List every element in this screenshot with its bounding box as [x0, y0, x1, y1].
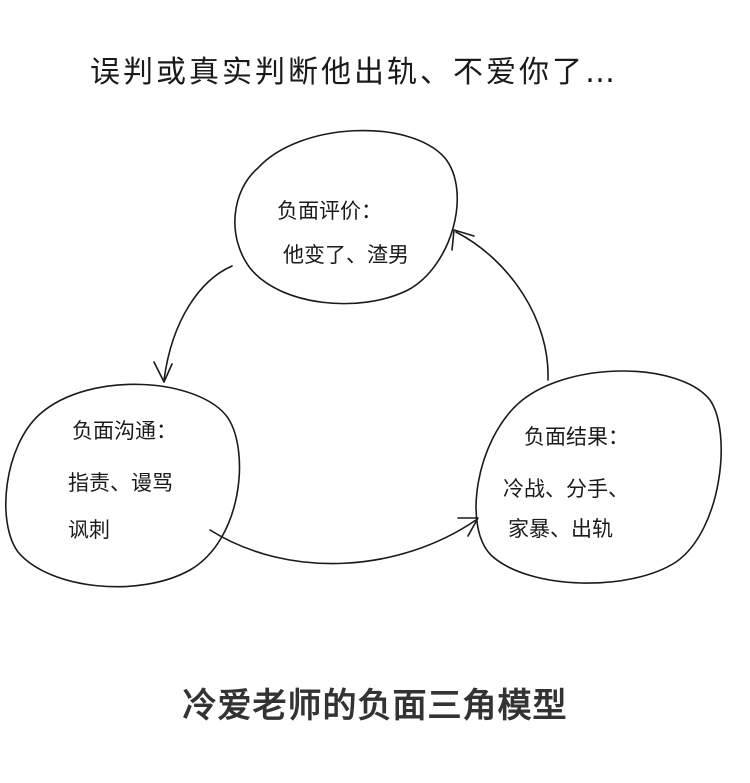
- arrow-left-to-right: [209, 519, 477, 565]
- arrow-top-to-left: [163, 265, 233, 381]
- node-top-outline: [234, 129, 458, 305]
- arrow-top-to-left-head: [153, 361, 173, 383]
- node-right-line1: 冷战、分手、: [503, 477, 629, 501]
- node-left-line1: 指责、谩骂: [68, 471, 173, 495]
- header-note: 误判或真实判断他出轨、不爱你了…: [90, 55, 618, 90]
- arrow-right-to-top: [455, 231, 549, 381]
- arrow-right-to-top-head: [451, 229, 475, 251]
- node-left-outline: [5, 383, 241, 588]
- node-right-line2: 家暴、出轨: [508, 517, 613, 541]
- node-right-title: 负面结果：: [524, 425, 629, 449]
- diagram-caption: 冷爱老师的负面三角模型: [182, 686, 568, 726]
- node-top-title: 负面评价：: [277, 199, 382, 223]
- node-left-title: 负面沟通：: [72, 419, 177, 443]
- node-left-line2: 讽刺: [68, 518, 110, 542]
- arrow-left-to-right-head: [457, 517, 479, 537]
- node-top-line1: 他变了、渣男: [283, 243, 409, 267]
